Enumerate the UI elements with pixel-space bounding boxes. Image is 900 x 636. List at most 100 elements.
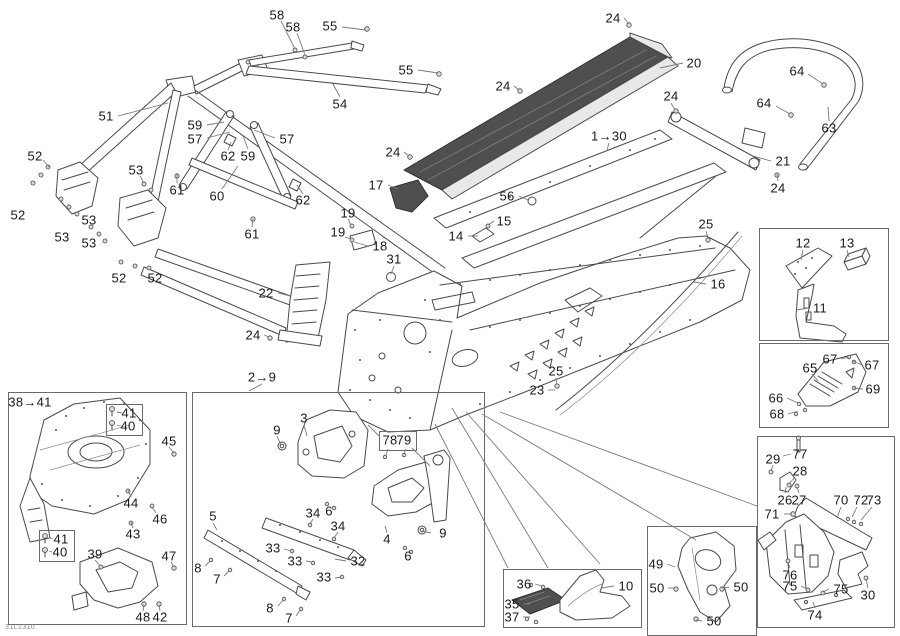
leader-line: [242, 135, 249, 150]
part-78-79-box: [379, 431, 417, 451]
part-label-77: 77: [792, 446, 808, 462]
part-label-41: 41: [53, 531, 69, 547]
leader-line: [331, 81, 341, 98]
leader-line: [670, 102, 676, 111]
part-label-17: 17: [368, 177, 384, 193]
leader-line: [421, 530, 432, 534]
drawing-number-watermark: 31L1310: [5, 624, 36, 631]
leader-line: [384, 525, 388, 534]
leader-line: [341, 26, 367, 31]
leader-line: [513, 85, 520, 91]
part-label-52: 52: [111, 270, 127, 286]
leader-line: [534, 583, 543, 587]
part-label-23: 23: [529, 382, 545, 398]
part-label-7: 7: [285, 610, 293, 626]
part-label-24: 24: [245, 327, 261, 343]
part-label-27: 27: [791, 492, 807, 508]
leader-line: [283, 548, 292, 552]
part-label-34: 34: [305, 505, 321, 521]
leader-line: [403, 151, 410, 157]
leader-line: [796, 307, 809, 311]
part-label-6: 6: [404, 548, 412, 564]
part-label-78: 78: [382, 432, 398, 448]
leader-line: [721, 586, 730, 589]
part-label-25: 25: [698, 216, 714, 232]
leader-line: [518, 195, 529, 201]
leader-line: [812, 601, 816, 609]
leader-line: [385, 448, 389, 456]
leader-line: [499, 411, 758, 507]
part-label-64: 64: [756, 95, 772, 111]
part-label-34: 34: [330, 518, 346, 534]
part-label-32: 32: [350, 553, 366, 569]
part-label-44: 44: [123, 495, 139, 511]
part-label-7: 7: [213, 571, 221, 587]
part-label-28: 28: [792, 463, 808, 479]
leader-line: [787, 561, 791, 569]
leader-line: [695, 619, 703, 622]
skid-plate-box: [503, 569, 642, 628]
leader-line: [263, 334, 270, 338]
leader-line: [659, 62, 684, 69]
leader-line: [94, 559, 101, 567]
hardware-box-b: [39, 530, 75, 562]
part-label-18: 18: [372, 238, 388, 254]
leader-line: [277, 599, 284, 607]
part-label-62: 62: [295, 192, 311, 208]
part-label-50: 50: [733, 579, 749, 595]
part-label-63: 63: [821, 120, 837, 136]
part-label-15: 15: [496, 213, 512, 229]
leader-line: [116, 411, 123, 414]
leader-line: [776, 173, 779, 182]
leader-line: [170, 561, 175, 568]
part-label-57: 57: [279, 131, 295, 147]
part-label-36: 36: [516, 576, 532, 592]
leader-line: [836, 506, 842, 519]
leader-line: [623, 17, 630, 25]
hardware-box-a: [106, 404, 143, 436]
part-label-24: 24: [495, 78, 511, 94]
leader-line: [221, 165, 239, 190]
part-label-51: 51: [98, 108, 114, 124]
part-label-42: 42: [152, 609, 168, 625]
part-label-8: 8: [266, 600, 274, 616]
leader-line: [248, 383, 263, 392]
leader-line: [344, 236, 352, 240]
leader-line: [851, 506, 858, 518]
part-label-9: 9: [273, 422, 281, 438]
part-label-26: 26: [777, 492, 793, 508]
leader-line: [347, 218, 352, 226]
leader-line: [800, 249, 804, 261]
bolt-icon-a1: [109, 406, 115, 417]
leader-line: [865, 578, 869, 589]
frame-members-box: [192, 392, 485, 627]
leader-line: [387, 184, 399, 190]
part-label-37: 37: [504, 609, 520, 625]
part-label-49: 49: [648, 556, 664, 572]
footboard-vents: [509, 306, 595, 380]
leader-line: [251, 218, 254, 228]
leader-line: [204, 560, 211, 567]
leader-line: [48, 537, 54, 540]
part-label-8: 8: [194, 560, 202, 576]
leader-line: [807, 73, 824, 85]
leader-line: [840, 356, 850, 360]
leader-line: [168, 446, 175, 454]
part-label-9: 9: [439, 525, 447, 541]
part-label-24: 24: [605, 10, 621, 26]
part-label-59: 59: [187, 117, 203, 133]
leader-line: [223, 570, 230, 577]
part-label-70: 70: [833, 492, 849, 508]
leader-line: [142, 604, 145, 612]
leader-line: [811, 373, 819, 382]
part-label-61: 61: [169, 182, 185, 198]
frame-members-drawing: [203, 409, 451, 612]
part-label-75: 75: [833, 581, 849, 597]
part-label-52: 52: [27, 148, 43, 164]
part-label-53: 53: [128, 162, 144, 178]
part-label-2-9: 2→9: [247, 369, 277, 385]
part-label-69: 69: [865, 381, 881, 397]
leader-line: [117, 102, 169, 117]
leader-line: [417, 69, 439, 74]
